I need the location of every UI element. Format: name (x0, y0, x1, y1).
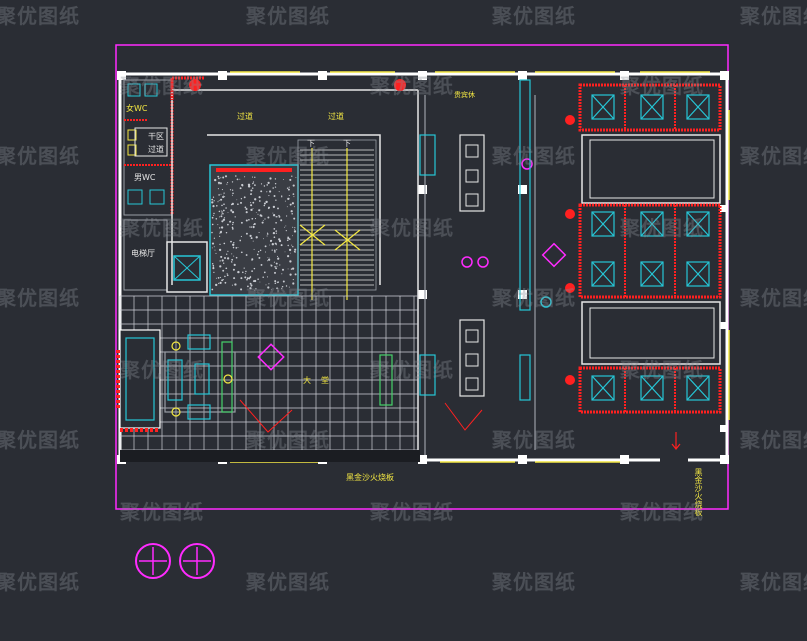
right-rooms (578, 83, 722, 414)
label-stair-down-left: 下 (307, 139, 315, 148)
lounge-lamps (171, 341, 233, 417)
label-stair-down-right: 下 (343, 139, 351, 148)
stair-treads (300, 149, 374, 286)
label-restroom-female: 女WC (126, 104, 148, 113)
label-floor-finish: 黑金沙火烧板 (346, 473, 394, 482)
staircase (297, 139, 377, 291)
stair-arrows (299, 148, 361, 300)
cabinet-squares (465, 144, 479, 391)
middle-corridor (379, 79, 536, 455)
exit-arrow (671, 432, 681, 450)
label-guest-rest: 贵宾休 (454, 91, 475, 99)
label-lobby: 大堂 (303, 376, 339, 385)
corridor-walls (171, 89, 419, 460)
drawing-frame (115, 44, 729, 510)
garden-gravel-pattern (211, 175, 297, 292)
window-strips (230, 71, 730, 463)
room-fixtures (591, 94, 710, 401)
label-dry-area: 干区 (148, 132, 164, 141)
fire-hydrant-symbols (189, 79, 575, 385)
feature-garden (209, 164, 299, 296)
right-entry-gap (660, 458, 688, 464)
lobby-floor-tiles (119, 295, 418, 451)
lobby-v-marks (239, 399, 483, 433)
label-elevator-hall: 电梯厅 (131, 249, 155, 258)
label-corridor-left: 过道 (237, 112, 253, 121)
detector-icon (540, 296, 552, 308)
elevator-hall (123, 219, 208, 293)
label-corridor-right: 过道 (328, 112, 344, 121)
lobby-dark-strip (120, 450, 420, 462)
red-wall-segments (170, 76, 205, 100)
label-restroom-male: 男WC (134, 173, 156, 182)
label-side-text: 黑金沙火烧板 (694, 468, 703, 516)
lounge-furniture (116, 329, 236, 432)
label-passage-small: 过道 (148, 145, 164, 154)
index-symbols (135, 158, 567, 579)
